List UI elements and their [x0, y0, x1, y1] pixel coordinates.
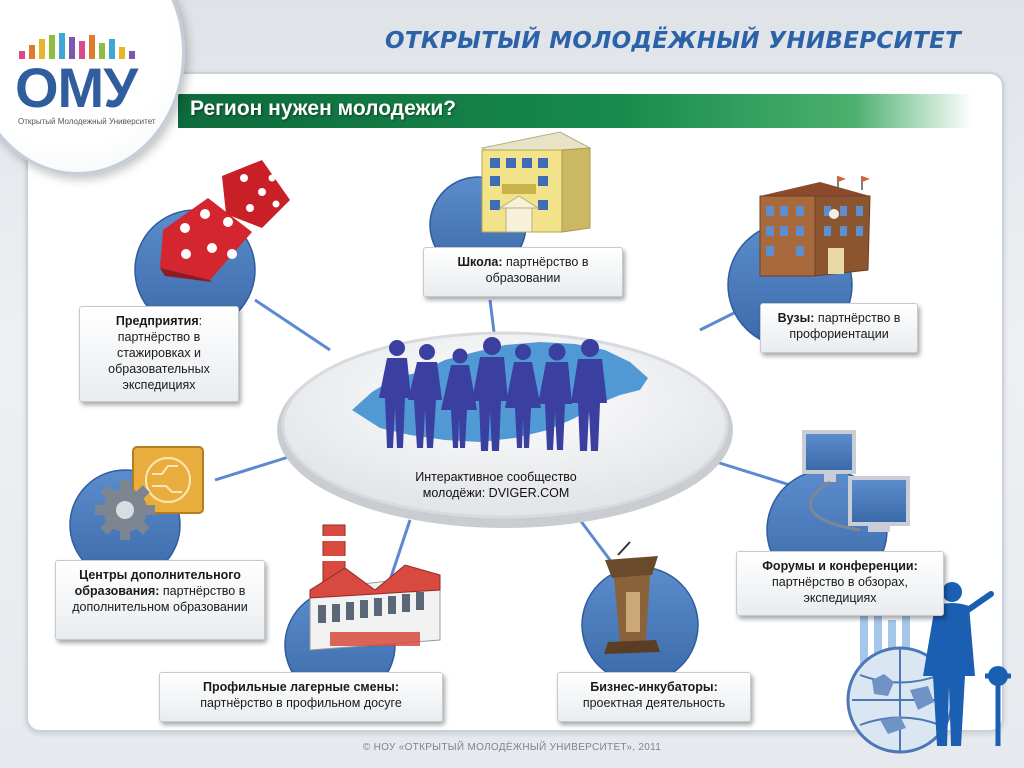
node-centers: Центры дополнительного образования: парт… [55, 560, 265, 640]
university-building-icon [759, 176, 871, 277]
node-incubators-title: Бизнес-инкубаторы: [590, 680, 718, 694]
node-camps: Профильные лагерные смены: партнёрство в … [159, 672, 443, 722]
slide-title: Регион нужен молодежи? [190, 97, 457, 120]
node-centers-text: партнёрство в дополнительном образовании [72, 584, 248, 614]
logo-bars-icon [19, 33, 135, 59]
footer-copyright: © НОУ «ОТКРЫТЫЙ МОЛОДЁЖНЫЙ УНИВЕРСИТЕТ»,… [362, 742, 662, 753]
node-incubators: Бизнес-инкубаторы: проектная деятельность [557, 672, 751, 722]
center-line-1: Интерактивное сообщество [415, 470, 577, 484]
factory-icon [309, 524, 441, 651]
node-camps-title: Профильные лагерные смены: [202, 680, 400, 694]
presenter-globe-icon [846, 582, 1011, 754]
node-enterprises-title: Предприятия [115, 314, 199, 328]
node-universities: Вузы: партнёрство в профориентации [760, 303, 918, 353]
logo-subtitle: Открытый Молодежный Университет [18, 117, 156, 126]
node-universities-title: Вузы: [777, 311, 815, 325]
youth-silhouettes-icon [379, 337, 607, 451]
school-building-icon [480, 131, 592, 233]
node-school: Школа: партнёрство в образовании [423, 247, 623, 297]
node-incubators-text: проектная деятельность [582, 696, 726, 710]
node-forums-title: Форумы и конференции: [762, 559, 918, 573]
logo-text: ОМУ [15, 56, 138, 119]
title-bar [178, 94, 973, 128]
node-forums-text: партнёрство в обзорах, экспедициях [772, 575, 908, 605]
node-school-text: партнёрство в образовании [485, 255, 589, 285]
monitors-icon [802, 430, 910, 532]
node-camps-text: партнёрство в профильном досуге [200, 696, 402, 710]
node-school-title: Школа: [457, 255, 503, 269]
node-enterprises: Предприятия: партнёрство в стажировках и… [79, 306, 239, 402]
gear-circuit-icon [95, 446, 204, 540]
podium-icon [604, 541, 660, 654]
center-community-label: Интерактивное сообщество молодёжи: DVIGE… [392, 469, 600, 501]
dice-icon [160, 160, 290, 282]
center-line-2: молодёжи: DVIGER.COM [422, 486, 570, 500]
header-title: ОТКРЫТЫЙ МОЛОДЁЖНЫЙ УНИВЕРСИТЕТ [385, 28, 962, 54]
node-centers-title: Центры дополнительного образования: [74, 568, 241, 598]
node-forums: Форумы и конференции: партнёрство в обзо… [736, 551, 944, 616]
node-universities-text: партнёрство в профориентации [789, 311, 901, 341]
node-enterprises-text: : партнёрство в стажировках и образовате… [108, 314, 210, 392]
